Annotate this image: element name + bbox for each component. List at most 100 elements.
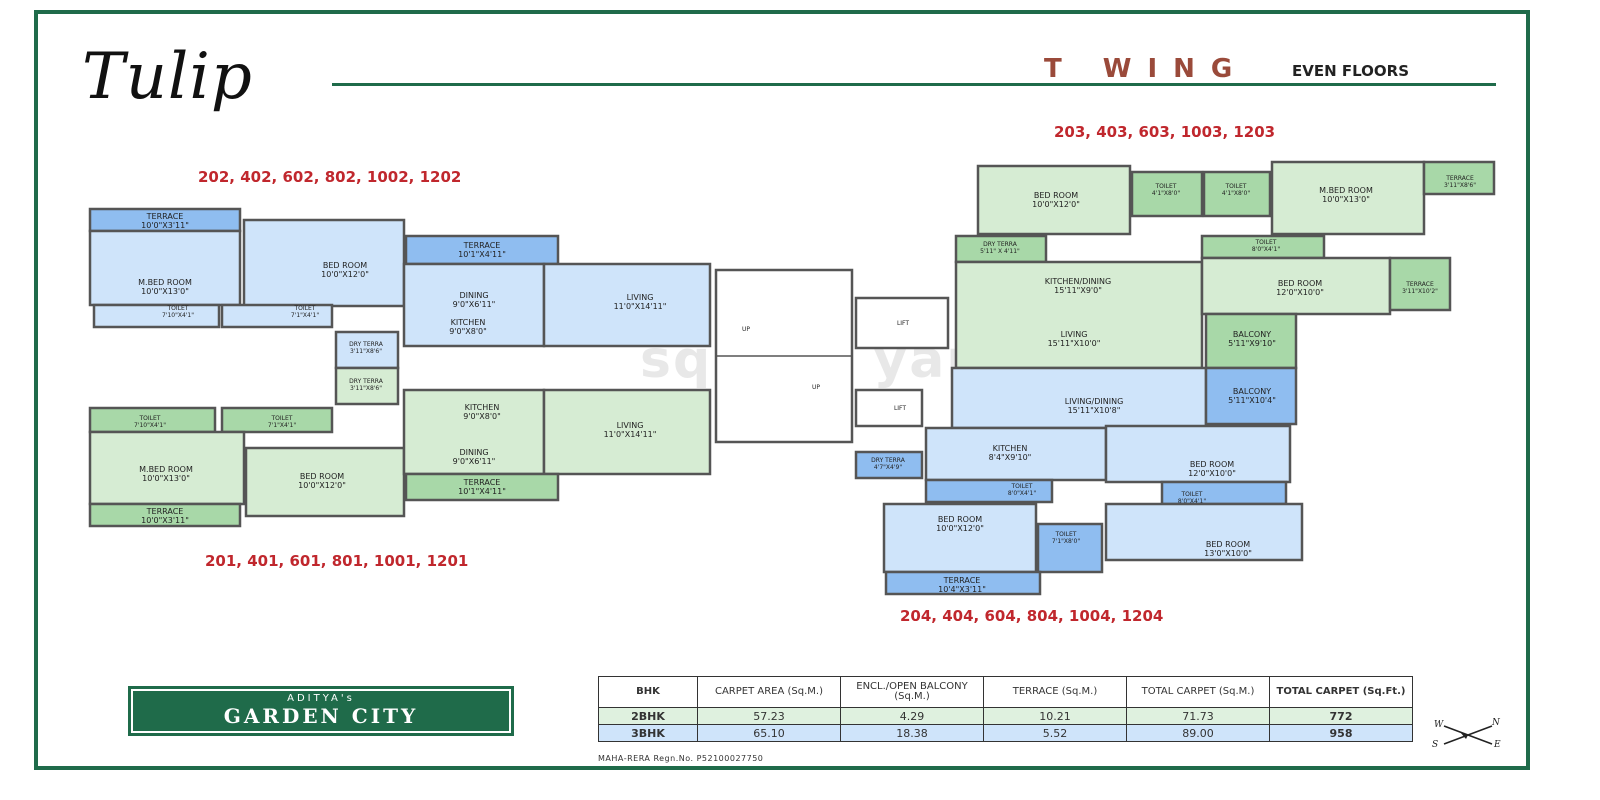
label-d-kitchen: KITCHEN: [993, 444, 1028, 453]
room-labels: TERRACE 10'0"X3'11" M.BED ROOM 10'0"X13'…: [134, 175, 1476, 594]
room-b-toilet1: [88, 406, 217, 434]
label-up-1: UP: [742, 326, 750, 333]
lift-2: [854, 388, 924, 428]
label-b-toilet2: TOILET: [271, 415, 293, 422]
dim-d-toilet3: 7'1"X8'0": [1052, 538, 1080, 545]
label-d-toilet3: TOILET: [1055, 531, 1077, 538]
cell-terrace: 10.21: [983, 707, 1127, 725]
cell-total-sqft: 772: [1269, 707, 1413, 725]
table-row: 2BHK 57.23 4.29 10.21 71.73 772: [598, 707, 1413, 725]
label-c-bed2: BED ROOM: [1278, 279, 1322, 288]
dim-b-terrace: 10'0"X3'11": [141, 516, 189, 525]
label-c-toilet3: TOILET: [1255, 239, 1277, 246]
room-d-dry: [854, 450, 924, 480]
label-c-terrace2: TERRACE: [1405, 281, 1434, 288]
label-a-toilet1: TOILET: [167, 305, 189, 312]
room-d-toilet1: [924, 478, 1054, 504]
room-c-toilet2: [1202, 170, 1272, 218]
cell-balcony: 4.29: [840, 707, 984, 725]
room-b-bed: [244, 446, 406, 518]
room-d-bed2: [882, 502, 1038, 574]
label-a-toilet2: TOILET: [294, 305, 316, 312]
dim-d-bed3: 13'0"X10'0": [1204, 549, 1252, 558]
label-d-bed2: BED ROOM: [938, 515, 982, 524]
room-d-toilet3: [1036, 522, 1104, 574]
dim-d-kitchen: 8'4"X9'10": [989, 453, 1032, 462]
dim-c-terrace1: 3'11"X8'6": [1444, 182, 1476, 189]
label-c-toilet1: TOILET: [1155, 183, 1177, 190]
dim-b-kitchen: 9'0"X8'0": [463, 412, 501, 421]
th-total-sqm: TOTAL CARPET (Sq.M.): [1126, 676, 1270, 708]
label-b-living: LIVING: [617, 421, 644, 430]
dim-b-terrace2: 10'1"X4'11": [458, 487, 506, 496]
dim-a-kitchen: 9'0"X8'0": [449, 327, 487, 336]
cell-bhk: 2BHK: [598, 707, 698, 725]
label-lift-1: LIFT: [897, 320, 909, 327]
label-c-dry: DRY TERRA: [983, 241, 1018, 248]
rera-number: MAHA-RERA Regn.No. P52100027750: [598, 754, 764, 763]
label-c-living: LIVING: [1061, 330, 1088, 339]
label-d-toilet2: TOILET: [1181, 491, 1203, 498]
cell-carpet: 57.23: [697, 707, 841, 725]
label-c-balcony: BALCONY: [1233, 330, 1271, 339]
compass-w: W: [1434, 720, 1444, 730]
dim-c-terrace2: 3'11"X10'2": [1402, 288, 1438, 295]
label-b-terrace: TERRACE: [146, 507, 184, 516]
label-b-mbed: M.BED ROOM: [139, 465, 193, 474]
label-d-living: LIVING/DINING: [1065, 397, 1124, 406]
label-c-terrace1: TERRACE: [1445, 175, 1474, 182]
unit-b-bottom: [88, 366, 712, 528]
label-a-dining: DINING: [459, 291, 488, 300]
label-c-mbed: M.BED ROOM: [1319, 186, 1373, 195]
dim-d-bed2: 10'0"X12'0": [936, 524, 984, 533]
label-a-dry: DRY TERRA: [349, 341, 384, 348]
dim-c-mbed: 10'0"X13'0": [1322, 195, 1370, 204]
label-d-bed3: BED ROOM: [1206, 540, 1250, 549]
room-a-toilet2: [220, 303, 334, 329]
unit-numbers-right-top: 203, 403, 603, 1003, 1203: [1054, 123, 1276, 141]
core: [714, 268, 950, 444]
dim-a-dry: 3'11"X8'6": [350, 348, 382, 355]
compass-e: E: [1494, 740, 1501, 750]
brand-line-2: GARDEN CITY: [223, 704, 419, 728]
room-d-balcony: [1204, 366, 1298, 426]
dim-a-toilet1: 7'10"X4'1": [162, 312, 194, 319]
label-d-balcony: BALCONY: [1233, 387, 1271, 396]
room-c-bed: [976, 164, 1132, 236]
dim-d-bed1: 12'0"X10'0": [1188, 469, 1236, 478]
dim-c-kitchen: 15'11"X9'0": [1054, 286, 1102, 295]
room-c-terrace1: [1422, 160, 1496, 196]
tulip-logo: Tulip: [82, 40, 253, 114]
label-b-dining: DINING: [459, 448, 488, 457]
label-a-bed: BED ROOM: [323, 261, 367, 270]
dim-a-dining: 9'0"X6'11": [453, 300, 496, 309]
label-d-dry: DRY TERRA: [871, 457, 906, 464]
label-b-dry: DRY TERRA: [349, 378, 384, 385]
label-a-living: LIVING: [627, 293, 654, 302]
dim-d-toilet1: 8'0"X4'1": [1008, 490, 1036, 497]
cell-total-sqft: 958: [1269, 724, 1413, 742]
room-c-terrace2: [1388, 256, 1452, 312]
label-b-toilet1: TOILET: [139, 415, 161, 422]
label-c-kitchen: KITCHEN/DINING: [1045, 277, 1111, 286]
dim-b-toilet1: 7'10"X4'1": [134, 422, 166, 429]
room-b-toilet2: [220, 406, 334, 434]
dim-d-toilet2: 8'0"X4'1": [1178, 498, 1206, 505]
dim-b-mbed: 10'0"X13'0": [142, 474, 190, 483]
label-c-bed: BED ROOM: [1034, 191, 1078, 200]
cell-total-sqm: 89.00: [1126, 724, 1270, 742]
dim-c-dry: 5'11" X 4'11": [980, 248, 1020, 255]
label-a-terrace: TERRACE: [146, 212, 184, 221]
dim-b-dry: 3'11"X8'6": [350, 385, 382, 392]
unit-a-top: [88, 207, 712, 370]
area-table: BHK CARPET AREA (Sq.M.) ENCL./OPEN BALCO…: [598, 676, 1413, 742]
label-a-mbed: M.BED ROOM: [138, 278, 192, 287]
label-b-terrace2: TERRACE: [463, 478, 501, 487]
th-bhk: BHK: [598, 676, 698, 708]
room-a-living: [542, 262, 712, 348]
compass: N W S E: [1430, 718, 1506, 752]
dim-d-balcony: 5'11"X10'4": [1228, 396, 1276, 405]
compass-s: S: [1432, 740, 1439, 750]
cell-balcony: 18.38: [840, 724, 984, 742]
room-d-bed3: [1104, 502, 1304, 562]
